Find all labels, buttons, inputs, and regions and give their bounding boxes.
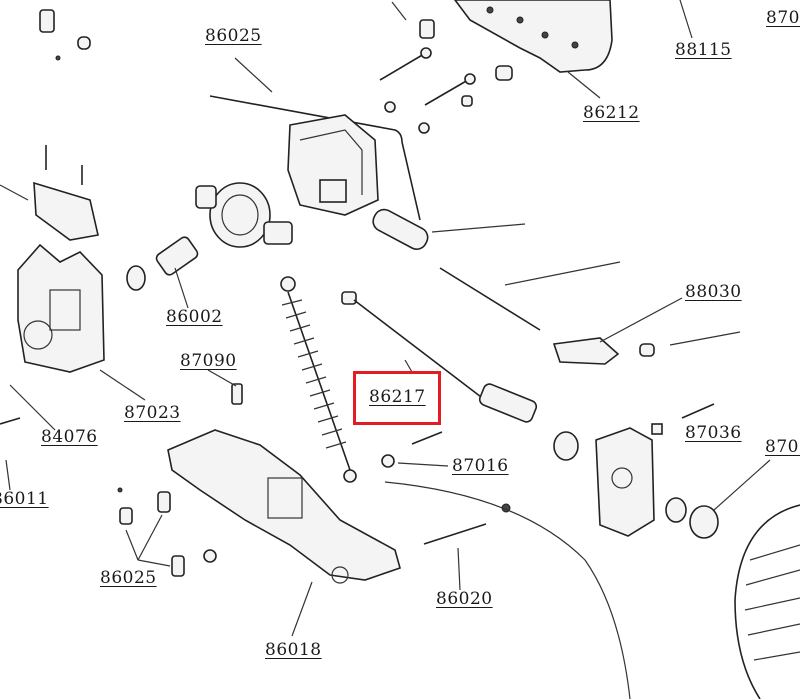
- label-88115: 88115: [675, 40, 732, 60]
- label-86018: 86018: [265, 640, 322, 660]
- top-left-small-parts: [39, 9, 91, 61]
- label-87036: 87036: [685, 423, 742, 443]
- label-86020: 86020: [436, 589, 493, 609]
- label-86025-top: 86025: [205, 26, 262, 46]
- hinge-pin: [384, 481, 631, 699]
- gearbox-upper: [287, 114, 379, 216]
- hub-carrier: [553, 403, 771, 539]
- drive-shaft: [341, 291, 538, 423]
- differential: [195, 182, 293, 248]
- output-shaft: [126, 236, 199, 309]
- top-bolts: [379, 1, 513, 134]
- label-86025-lower: 86025: [100, 568, 157, 588]
- label-86217[interactable]: 86217: [369, 387, 426, 407]
- label-86212: 86212: [583, 103, 640, 123]
- anti-roll-bar: [209, 57, 421, 221]
- label-86002: 86002: [166, 307, 223, 327]
- left-bracket: [0, 145, 99, 241]
- camber-link: [552, 297, 741, 365]
- label-86011: 86011: [0, 489, 49, 509]
- label-87090: 87090: [180, 351, 237, 371]
- label-84076: 84076: [41, 427, 98, 447]
- wheel-tyre: [734, 504, 800, 699]
- label-87023: 87023: [124, 403, 181, 423]
- shock-absorber: [280, 276, 357, 483]
- label-870-top: 870: [766, 8, 800, 28]
- rear-gearbox-housing: [9, 243, 146, 431]
- lower-suspension-arm: [167, 429, 401, 637]
- label-87016: 87016: [452, 456, 509, 476]
- turnbuckle-link: [372, 208, 621, 331]
- shock-tower-plate: [454, 0, 693, 99]
- label-8702: 8702: [765, 437, 800, 457]
- label-88030: 88030: [685, 282, 742, 302]
- far-left-pin: [0, 417, 21, 491]
- highlight-box-86217: [353, 371, 441, 425]
- small-parts-middle: [207, 369, 449, 468]
- small-screws-lower: [117, 487, 217, 577]
